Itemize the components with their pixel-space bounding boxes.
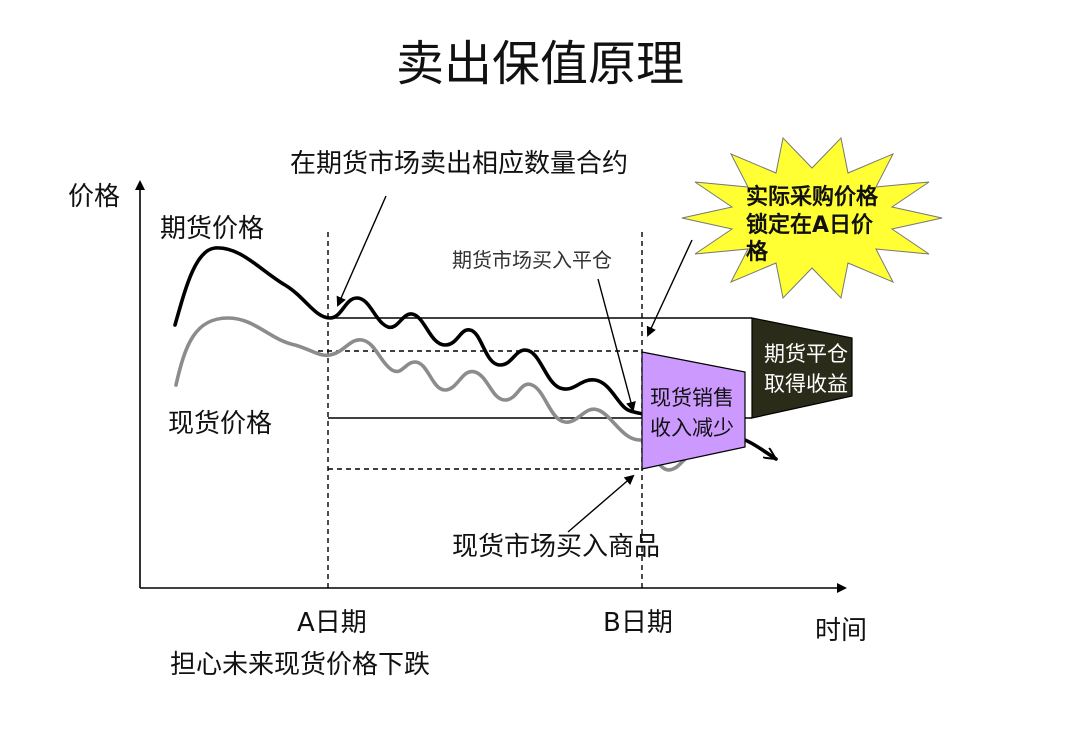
spot-price-curve [174,316,692,472]
futures-gain-line-2: 取得收益 [764,372,848,396]
starburst-line-3: 格 [746,239,769,265]
futures-gain-box [751,317,853,419]
buy-close-arrow [597,278,636,412]
starburst-arrow [646,239,693,337]
sell-contracts-arrow [336,195,387,307]
page-title: 卖出保值原理 [396,36,684,92]
date-a-label: A日期 [297,608,367,638]
spot-buy-arrow [567,474,635,533]
sell-contracts-note: 在期货市场卖出相应数量合约 [290,149,628,179]
spot-buy-note: 现货市场买入商品 [452,532,660,562]
futures-gain-line-1: 期货平仓 [764,342,848,366]
buy-close-note: 期货市场买入平仓 [452,248,612,272]
starburst-line-1: 实际采购价格 [746,184,879,210]
x-axis-label: 时间 [815,616,867,646]
futures-price-curve [173,246,776,461]
spot-loss-line-2: 收入减少 [650,416,734,440]
starburst-callout [681,136,943,300]
date-b-label: B日期 [603,608,673,638]
futures-price-label: 期货价格 [160,214,264,244]
spot-loss-line-1: 现货销售 [650,386,734,410]
caption: 担心未来现货价格下跌 [170,650,430,680]
spot-loss-box [641,351,746,470]
y-axis-label: 价格 [68,182,120,212]
starburst-line-2: 锁定在A日价 [746,212,874,238]
spot-price-label: 现货价格 [168,409,272,439]
